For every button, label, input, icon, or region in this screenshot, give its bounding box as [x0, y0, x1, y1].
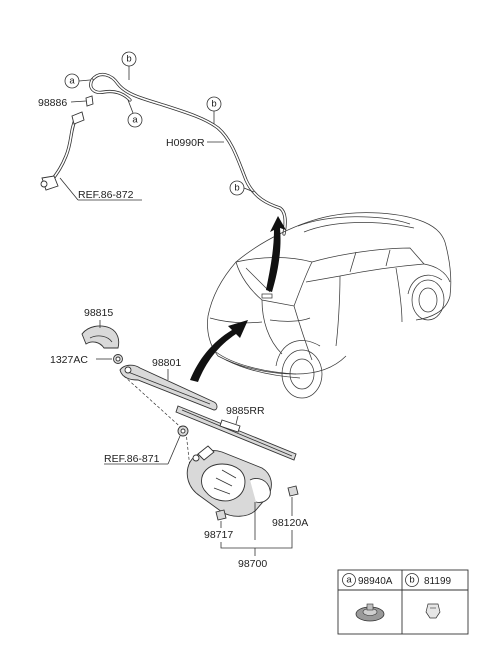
- callout-a-mid: a: [127, 99, 143, 128]
- bolt-icon[interactable]: [215, 509, 227, 521]
- grommet-icon[interactable]: [177, 425, 189, 437]
- callout-b-letter: b: [234, 183, 239, 194]
- nozzle-icon[interactable]: [85, 95, 94, 107]
- label-98886: 98886: [38, 97, 67, 109]
- label-98700: 98700: [238, 558, 267, 570]
- legend-table: a 98940A b 81199: [337, 569, 469, 635]
- fastener-icon[interactable]: [425, 603, 441, 619]
- label-98801: 98801: [152, 357, 181, 369]
- legend-b-part: 81199: [424, 576, 452, 587]
- nut-icon[interactable]: [113, 354, 123, 364]
- callout-b-hose2: b: [229, 180, 255, 196]
- callout-a-top: a: [64, 73, 91, 89]
- label-9885rr: 9885RR: [226, 405, 265, 417]
- label-98815: 98815: [84, 307, 113, 319]
- bolt-icon-2[interactable]: [287, 485, 299, 497]
- connector-icon[interactable]: [40, 111, 85, 191]
- label-ref-86-871[interactable]: REF.86-871: [104, 453, 160, 465]
- legend-b-letter: b: [409, 575, 414, 586]
- callout-b-letter: b: [211, 99, 216, 110]
- callout-b-hose1: b: [206, 96, 222, 124]
- callout-a-letter: a: [69, 76, 75, 87]
- wiper-blade-icon[interactable]: [175, 405, 297, 461]
- label-h0990r: H0990R: [166, 137, 205, 149]
- label-98120a: 98120A: [272, 517, 308, 529]
- legend-a-letter: a: [346, 575, 352, 586]
- clip-icon[interactable]: [355, 603, 385, 622]
- callout-b-letter: b: [126, 54, 131, 65]
- arm-cover-icon[interactable]: [81, 325, 120, 349]
- callout-b-top: b: [121, 51, 137, 80]
- direction-arrow-icon: [190, 216, 286, 382]
- washer-hose-icon[interactable]: [89, 72, 287, 236]
- wiper-arm-icon[interactable]: [119, 364, 218, 411]
- label-1327ac: 1327AC: [50, 354, 88, 366]
- rear-car-icon: [207, 212, 452, 399]
- wiper-motor-icon[interactable]: [186, 445, 272, 517]
- label-ref-86-872[interactable]: REF.86-872: [78, 189, 134, 201]
- label-98717: 98717: [204, 529, 233, 541]
- callout-a-letter: a: [132, 115, 138, 126]
- legend-a-part: 98940A: [358, 576, 393, 587]
